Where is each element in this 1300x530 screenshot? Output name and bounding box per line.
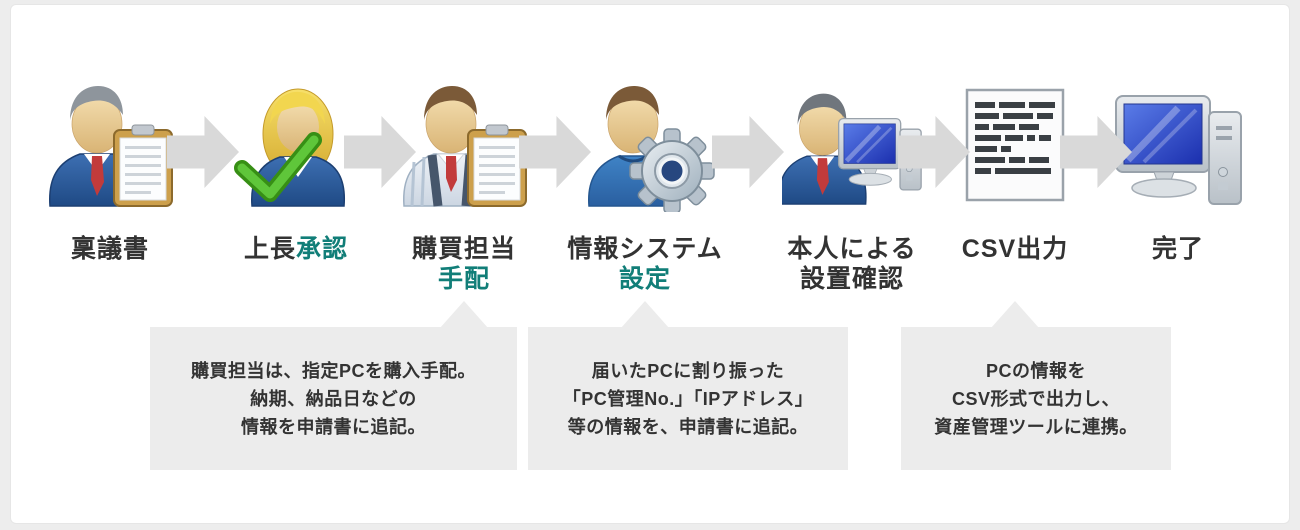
callout-line: 等の情報を、申請書に追記。	[567, 417, 809, 437]
desktop-pc-icon	[1108, 82, 1248, 212]
callout-line: PCの情報を	[985, 361, 1086, 381]
businessman-clipboard-icon	[40, 82, 180, 212]
step-label: 購買担当 手配	[411, 235, 516, 293]
callout-it-setup-note: 届いたPCに割り振った 「PC管理No.」「IPアドレス」 等の情報を、申請書に…	[528, 327, 848, 470]
callout-line: CSV形式で出力し、	[951, 389, 1120, 409]
callout-line: 情報を申請書に追記。	[241, 417, 426, 437]
step-label: 稟議書	[70, 235, 149, 263]
callout-purchasing-note: 購買担当は、指定PCを購入手配。 納期、納品日などの 情報を申請書に追記。	[150, 327, 517, 470]
step-label: CSV出力	[961, 235, 1069, 263]
csv-document-icon	[945, 82, 1085, 212]
callout-line: 届いたPCに割り振った	[591, 361, 785, 381]
woman-approval-check-icon	[226, 82, 366, 212]
step-complete: 完了	[1073, 82, 1283, 264]
step-approval: 上長承認	[191, 82, 401, 264]
step-label: 上長承認	[243, 235, 349, 263]
step-purchasing: 購買担当 手配	[359, 82, 569, 294]
callout-line: 「PC管理No.」「IPアドレス」	[562, 389, 814, 409]
callout-pointer-icon	[621, 301, 669, 328]
callout-line: 購買担当は、指定PCを購入手配。	[190, 361, 476, 381]
step-label: 本人による 設置確認	[787, 235, 917, 293]
step-label: 完了	[1151, 235, 1204, 263]
step-label: 情報システム 設定	[567, 235, 723, 293]
step-ringisho: 稟議書	[5, 82, 215, 264]
callout-line: 納期、納品日などの	[250, 389, 417, 409]
step-user-confirm: 本人による 設置確認	[747, 82, 957, 294]
user-with-pc-icon	[778, 82, 922, 212]
callout-csv-note: PCの情報を CSV形式で出力し、 資産管理ツールに連携。	[901, 327, 1171, 470]
callout-line: 資産管理ツールに連携。	[934, 417, 1138, 437]
callout-pointer-icon	[440, 301, 488, 328]
step-it-setup: 情報システム 設定	[540, 82, 750, 294]
callout-pointer-icon	[991, 301, 1039, 328]
purchaser-clipboard-icon	[394, 82, 534, 212]
step-csv-output: CSV出力	[910, 82, 1120, 264]
it-staff-gear-icon	[575, 82, 715, 214]
